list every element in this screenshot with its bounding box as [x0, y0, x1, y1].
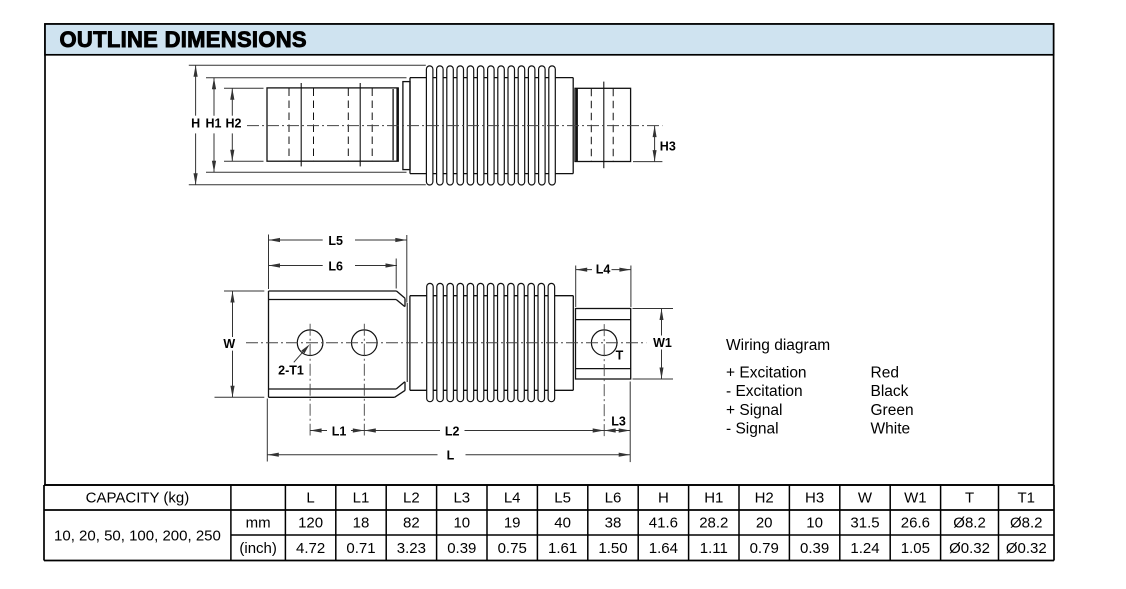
svg-text:L5: L5 — [554, 490, 571, 507]
svg-text:Ø8.2: Ø8.2 — [1010, 515, 1043, 532]
svg-text:10, 20, 50, 100, 200, 250: 10, 20, 50, 100, 200, 250 — [54, 527, 221, 544]
svg-text:T: T — [965, 490, 974, 507]
svg-text:1.11: 1.11 — [700, 540, 728, 557]
svg-text:28.2: 28.2 — [699, 515, 728, 532]
svg-text:L1: L1 — [332, 424, 347, 438]
svg-text:L5: L5 — [328, 234, 343, 248]
svg-text:L3: L3 — [611, 414, 626, 428]
svg-text:1.24: 1.24 — [850, 540, 879, 557]
svg-text:CAPACITY (kg): CAPACITY (kg) — [86, 490, 190, 507]
svg-text:Green: Green — [871, 402, 914, 419]
svg-text:120: 120 — [298, 515, 323, 532]
svg-text:Wiring diagram: Wiring diagram — [726, 337, 830, 354]
svg-text:+ Signal: + Signal — [726, 402, 782, 419]
svg-text:L2: L2 — [403, 490, 420, 507]
svg-text:0.75: 0.75 — [498, 540, 527, 557]
svg-text:OUTLINE DIMENSIONS: OUTLINE DIMENSIONS — [60, 27, 307, 52]
svg-text:1.50: 1.50 — [598, 540, 627, 557]
svg-text:26.6: 26.6 — [901, 515, 930, 532]
svg-text:H2: H2 — [755, 490, 774, 507]
svg-text:2-T1: 2-T1 — [278, 363, 304, 377]
svg-text:L1: L1 — [353, 490, 370, 507]
svg-text:Ø8.2: Ø8.2 — [953, 515, 986, 532]
svg-text:H: H — [658, 490, 669, 507]
svg-text:(inch): (inch) — [239, 540, 277, 557]
svg-text:- Excitation: - Excitation — [726, 383, 803, 400]
svg-text:H1: H1 — [704, 490, 723, 507]
svg-text:Ø0.32: Ø0.32 — [1006, 540, 1047, 557]
svg-text:0.39: 0.39 — [800, 540, 829, 557]
svg-text:White: White — [871, 421, 911, 438]
svg-text:T: T — [616, 348, 624, 362]
svg-text:H3: H3 — [805, 490, 824, 507]
svg-text:H: H — [191, 116, 200, 130]
svg-text:Ø0.32: Ø0.32 — [949, 540, 990, 557]
svg-text:1.05: 1.05 — [901, 540, 930, 557]
svg-text:mm: mm — [246, 515, 271, 532]
svg-text:W1: W1 — [653, 336, 672, 350]
svg-text:W: W — [858, 490, 873, 507]
svg-text:H1: H1 — [206, 116, 222, 130]
svg-text:4.72: 4.72 — [296, 540, 325, 557]
svg-text:- Signal: - Signal — [726, 421, 779, 438]
svg-text:L6: L6 — [328, 260, 343, 274]
svg-text:Black: Black — [871, 383, 909, 400]
svg-text:L4: L4 — [596, 263, 611, 277]
svg-text:18: 18 — [353, 515, 370, 532]
svg-text:L4: L4 — [504, 490, 521, 507]
svg-text:Red: Red — [871, 364, 899, 381]
svg-text:40: 40 — [554, 515, 571, 532]
svg-text:38: 38 — [605, 515, 622, 532]
svg-text:1.64: 1.64 — [649, 540, 678, 557]
svg-text:+ Excitation: + Excitation — [726, 364, 807, 381]
svg-text:H2: H2 — [226, 116, 242, 130]
svg-text:0.71: 0.71 — [346, 540, 375, 557]
svg-text:W: W — [223, 337, 235, 351]
svg-text:L: L — [306, 490, 314, 507]
svg-text:1.61: 1.61 — [548, 540, 577, 557]
svg-text:0.79: 0.79 — [750, 540, 779, 557]
svg-text:19: 19 — [504, 515, 521, 532]
svg-text:L2: L2 — [445, 424, 460, 438]
svg-text:L3: L3 — [453, 490, 470, 507]
svg-text:L6: L6 — [605, 490, 622, 507]
svg-text:41.6: 41.6 — [649, 515, 678, 532]
svg-text:H3: H3 — [660, 140, 676, 154]
svg-text:10: 10 — [453, 515, 470, 532]
svg-text:10: 10 — [806, 515, 823, 532]
svg-text:20: 20 — [756, 515, 773, 532]
svg-text:L: L — [447, 449, 455, 463]
svg-text:T1: T1 — [1017, 490, 1035, 507]
svg-text:31.5: 31.5 — [850, 515, 879, 532]
svg-text:W1: W1 — [904, 490, 927, 507]
svg-text:0.39: 0.39 — [447, 540, 476, 557]
svg-text:82: 82 — [403, 515, 420, 532]
svg-text:3.23: 3.23 — [397, 540, 426, 557]
